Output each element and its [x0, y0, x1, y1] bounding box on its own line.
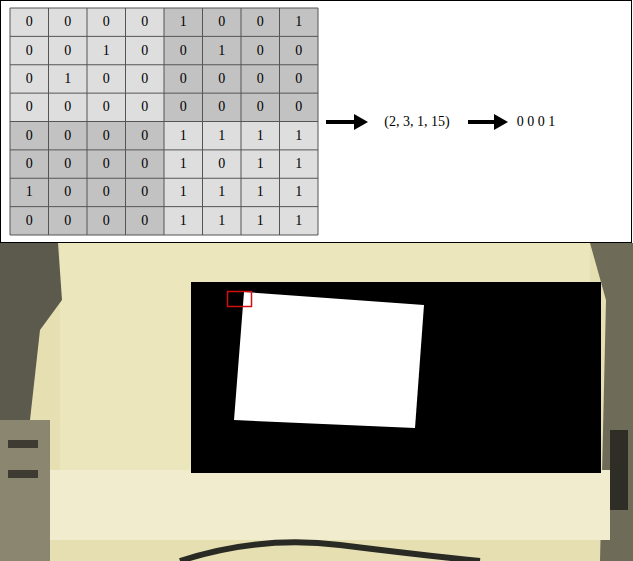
table-cell-value: 0 [218, 15, 225, 29]
table-cell-value: 0 [26, 157, 33, 171]
table-cell-value: 0 [141, 72, 148, 86]
table-cell-value: 0 [141, 185, 148, 199]
table-cell-value: 0 [103, 15, 110, 29]
table-cell-value: 0 [295, 100, 302, 114]
table-cell-value: 0 [180, 72, 187, 86]
table-cell-value: 1 [295, 15, 302, 29]
binary-code: 0 0 0 1 [517, 115, 556, 129]
table-cell-value: 0 [141, 44, 148, 58]
table-cell-value: 0 [218, 72, 225, 86]
table-cell-value: 0 [257, 44, 264, 58]
table-cell-value: 0 [141, 157, 148, 171]
table-cell-value: 1 [295, 157, 302, 171]
table-cell-value: 1 [257, 214, 264, 228]
table-cell-value: 0 [26, 214, 33, 228]
table-cell-value: 0 [103, 100, 110, 114]
table-cell-value: 0 [141, 129, 148, 143]
table-cell-value: 0 [141, 15, 148, 29]
table-cell-value: 0 [26, 129, 33, 143]
table-cell-value: 0 [295, 44, 302, 58]
grid-lines [10, 8, 318, 235]
feature-tuple: (2, 3, 1, 15) [384, 115, 449, 129]
table-cell-value: 0 [295, 72, 302, 86]
table-cell-value: 0 [103, 129, 110, 143]
panel-frame [1, 1, 632, 243]
table-cell-value: 0 [257, 72, 264, 86]
table-cell-value: 0 [26, 72, 33, 86]
table-cell-value: 0 [64, 15, 71, 29]
table-cell-value: 1 [180, 129, 187, 143]
table-cell-value: 0 [64, 129, 71, 143]
table-cell-value: 1 [218, 129, 225, 143]
table-cell-value: 1 [26, 185, 33, 199]
table-cell-value: 0 [218, 100, 225, 114]
table-cell-value: 0 [103, 157, 110, 171]
highlight-box [228, 292, 252, 307]
table-cell-value: 1 [218, 185, 225, 199]
table-cell-value: 0 [103, 214, 110, 228]
table-cell-value: 0 [26, 15, 33, 29]
table-cell-value: 1 [180, 214, 187, 228]
table-cell-value: 0 [26, 100, 33, 114]
table-cell-value: 0 [180, 100, 187, 114]
table-cell-value: 1 [180, 15, 187, 29]
table-cell-value: 0 [141, 100, 148, 114]
table-cell-value: 0 [218, 157, 225, 171]
table-cell-value: 0 [64, 157, 71, 171]
arrow [326, 114, 368, 130]
table-cell-value: 0 [257, 15, 264, 29]
table-cell-value: 0 [64, 44, 71, 58]
table-cell-value: 1 [218, 214, 225, 228]
table-cell-value: 1 [64, 72, 71, 86]
table-cell-value: 0 [180, 44, 187, 58]
table-cell-value: 1 [103, 44, 110, 58]
table-cell-value: 0 [64, 185, 71, 199]
table-cell-value: 0 [103, 185, 110, 199]
camera-photo [0, 243, 633, 561]
table-cell-value: 1 [295, 185, 302, 199]
table-cell-value: 1 [295, 129, 302, 143]
table-cell-value: 0 [26, 44, 33, 58]
table-cell-value: 0 [64, 100, 71, 114]
table-cell-value: 0 [64, 214, 71, 228]
table-cell-value: 0 [141, 214, 148, 228]
table-cell-value: 1 [218, 44, 225, 58]
table-cell-value: 1 [257, 185, 264, 199]
table-cell-value: 0 [103, 72, 110, 86]
table-cell-value: 1 [257, 129, 264, 143]
table-cell-value: 1 [180, 157, 187, 171]
table-cell-value: 1 [180, 185, 187, 199]
table-cell-value: 1 [257, 157, 264, 171]
arrow [468, 114, 508, 130]
table-cell-value: 1 [295, 214, 302, 228]
table-cell-value: 0 [257, 100, 264, 114]
